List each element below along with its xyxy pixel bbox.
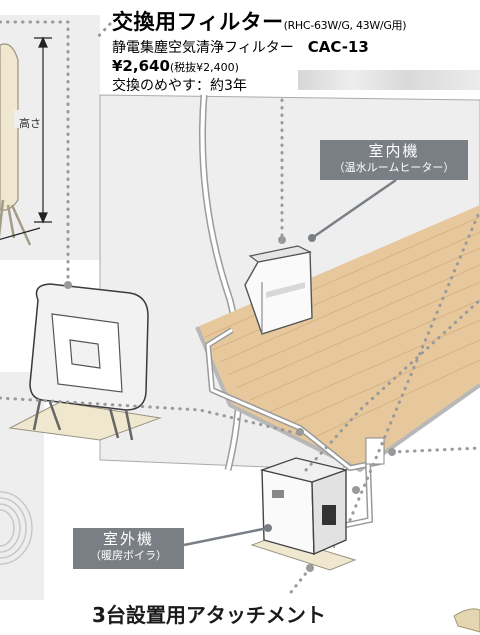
filter-title: 交換用フィルター — [112, 10, 284, 34]
filter-title-line: 交換用フィルター(RHC-63W/G, 43W/G用) — [112, 6, 480, 36]
attachment-fitting-drawing — [453, 608, 480, 633]
oil-tank-drawing — [0, 43, 32, 246]
filter-description-line: 静電集塵空気清浄フィルター CAC-13 — [112, 37, 480, 57]
indoor-unit-subtitle: （温水ルームヒーター） — [333, 161, 455, 174]
attachment-panel — [0, 372, 44, 600]
filter-price-tax: (税抜¥2,400) — [169, 61, 239, 74]
wooden-floor — [197, 205, 480, 470]
filter-models: (RHC-63W/G, 43W/G用) — [283, 19, 407, 32]
attachment-title: 3台設置用アタッチメント — [92, 603, 326, 627]
filter-life: 交換のめやす：約3年 — [112, 78, 247, 94]
filter-info: 交換用フィルター(RHC-63W/G, 43W/G用) 静電集塵空気清浄フィルタ… — [112, 6, 480, 95]
filter-price-line: ¥2,640(税抜¥2,400) — [112, 57, 480, 75]
leader-dots — [64, 236, 396, 572]
filter-price: ¥2,640 — [112, 57, 170, 75]
tank-height-label: 高さ — [19, 117, 41, 130]
outdoor-unit-label: 室外機 （暖房ボイラ） — [73, 528, 184, 569]
boiler-drawing — [250, 457, 357, 571]
wall-outlet — [365, 437, 385, 465]
outdoor-unit-title: 室外機 — [102, 530, 154, 548]
outdoor-tank-drawing — [8, 283, 162, 441]
filter-image — [298, 70, 480, 90]
indoor-heater-drawing — [244, 245, 313, 335]
indoor-unit-title: 室内機 — [368, 142, 420, 160]
filter-code: CAC-13 — [307, 38, 369, 56]
indoor-unit-label: 室内機 （温水ルームヒーター） — [320, 140, 468, 180]
coil-drawing — [0, 491, 33, 565]
filter-description: 静電集塵空気清浄フィルター — [112, 40, 294, 56]
outdoor-unit-subtitle: （暖房ボイラ） — [90, 549, 167, 562]
height-dimension — [0, 36, 52, 241]
